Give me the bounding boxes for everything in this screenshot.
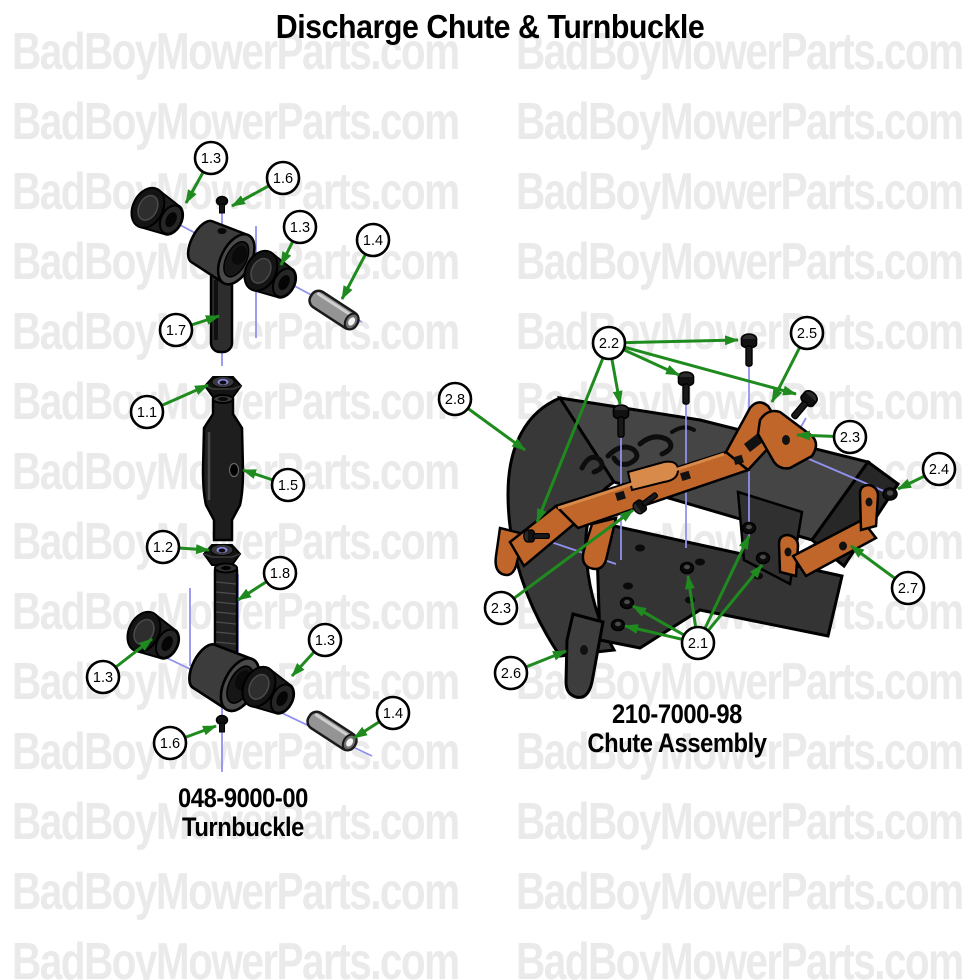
nut <box>610 618 626 632</box>
turnbuckle-label: 048-9000-00 Turnbuckle <box>133 784 353 842</box>
callout-2.8: 2.8 <box>437 381 473 417</box>
chute-side-flap <box>756 409 818 470</box>
svg-text:1.1: 1.1 <box>137 405 157 421</box>
callout-1.7: 1.7 <box>158 312 194 348</box>
chute-assembly-label: 210-7000-98 Chute Assembly <box>563 700 790 758</box>
callout-1.3: 1.3 <box>307 622 343 658</box>
set-screw <box>215 714 229 733</box>
svg-text:2.6: 2.6 <box>501 666 521 682</box>
callout-2.6: 2.6 <box>493 655 529 691</box>
spacer-sleeve <box>304 286 364 334</box>
svg-text:1.3: 1.3 <box>290 220 310 236</box>
callouts-left: 1.3 1.6 1.3 1.4 1.7 1.1 1.5 1.2 1.8 <box>85 140 411 761</box>
watermark-text: BadBoyMowerParts.com <box>12 303 460 361</box>
leader-arrows-right <box>454 332 940 675</box>
callout-1.8: 1.8 <box>262 555 298 591</box>
callout-2.5: 2.5 <box>789 315 825 351</box>
spacer-sleeve <box>302 707 362 755</box>
watermark-text: BadBoyMowerParts.com <box>516 303 964 361</box>
watermark-text: BadBoyMowerParts.com <box>12 933 460 980</box>
chute-part-name: Chute Assembly <box>587 728 767 758</box>
svg-text:1.6: 1.6 <box>160 736 180 752</box>
svg-text:1.7: 1.7 <box>166 323 186 339</box>
jam-nut-upper <box>204 375 242 398</box>
callout-1.3: 1.3 <box>85 659 121 695</box>
svg-text:1.6: 1.6 <box>273 171 293 187</box>
callout-1.2: 1.2 <box>145 529 181 565</box>
callout-2.1: 2.1 <box>680 625 716 661</box>
watermark-text: BadBoyMowerParts.com <box>516 863 964 921</box>
turnbuckle-part-name: Turnbuckle <box>182 812 304 842</box>
svg-text:1.3: 1.3 <box>93 670 113 686</box>
callout-2.2: 2.2 <box>591 325 627 361</box>
watermark-text: BadBoyMowerParts.com <box>12 863 460 921</box>
turnbuckle-part-number: 048-9000-00 <box>178 783 308 813</box>
chute-assembly-diagram: 2.2 2.5 2.8 2.3 2.4 2.3 2.1 2.6 2.7 <box>437 315 957 699</box>
mount-bracket <box>777 483 880 578</box>
turnbuckle-diagram: 1.3 1.6 1.3 1.4 1.7 1.1 1.5 1.2 1.8 <box>85 140 411 772</box>
watermark-text: BadBoyMowerParts.com <box>516 933 964 980</box>
svg-text:2.3: 2.3 <box>491 601 511 617</box>
chute-lower-flap <box>564 612 605 699</box>
svg-text:1.8: 1.8 <box>270 566 290 582</box>
hardware <box>523 333 898 632</box>
svg-text:1.3: 1.3 <box>315 633 335 649</box>
watermark-text: BadBoyMowerParts.com <box>12 163 460 221</box>
watermark-text: BadBoyMowerParts.com <box>516 233 964 291</box>
jam-nut-lower <box>203 543 241 566</box>
svg-text:2.4: 2.4 <box>929 462 949 478</box>
rod-end-upper <box>179 211 264 354</box>
turnbuckle-body <box>201 394 245 542</box>
svg-text:2.5: 2.5 <box>797 326 817 342</box>
callouts-right: 2.2 2.5 2.8 2.3 2.4 2.3 2.1 2.6 2.7 <box>437 315 957 691</box>
svg-text:2.2: 2.2 <box>599 336 619 352</box>
bushing <box>124 181 192 245</box>
callout-1.3: 1.3 <box>193 140 229 176</box>
screw <box>740 333 758 367</box>
watermark-text: BadBoyMowerParts.com <box>516 793 964 851</box>
callout-1.6: 1.6 <box>265 160 301 196</box>
svg-text:1.4: 1.4 <box>363 233 383 249</box>
screw <box>677 371 695 405</box>
nut <box>679 561 695 575</box>
watermark-text: BadBoyMowerParts.com <box>12 723 460 781</box>
watermark-text: BadBoyMowerParts.com <box>516 23 964 81</box>
watermark-text: BadBoyMowerParts.com <box>516 93 964 151</box>
callout-2.3: 2.3 <box>832 419 868 455</box>
svg-text:1.3: 1.3 <box>201 151 221 167</box>
flange-nut <box>882 487 898 501</box>
callout-1.4: 1.4 <box>355 222 391 258</box>
svg-text:2.7: 2.7 <box>898 581 918 597</box>
callout-2.4: 2.4 <box>921 451 957 487</box>
callout-2.3: 2.3 <box>483 590 519 626</box>
watermark-text: BadBoyMowerParts.com <box>12 793 460 851</box>
svg-text:2.3: 2.3 <box>840 430 860 446</box>
callout-2.7: 2.7 <box>890 570 926 606</box>
svg-text:2.8: 2.8 <box>445 392 465 408</box>
watermark-text: BadBoyMowerParts.com <box>12 23 460 81</box>
callout-1.3: 1.3 <box>282 209 318 245</box>
watermark-text: BadBoyMowerParts.com <box>12 93 460 151</box>
svg-text:1.4: 1.4 <box>383 706 403 722</box>
watermark-text: BadBoyMowerParts.com <box>12 513 460 571</box>
nut <box>741 521 757 535</box>
nut <box>619 596 635 610</box>
nut <box>755 551 771 565</box>
callout-1.4: 1.4 <box>375 695 411 731</box>
callout-1.6: 1.6 <box>152 725 188 761</box>
bushing <box>120 605 188 669</box>
callout-1.5: 1.5 <box>270 467 306 503</box>
svg-text:1.5: 1.5 <box>278 478 298 494</box>
page-title: Discharge Chute & Turnbuckle <box>275 8 705 45</box>
set-screw <box>215 195 229 214</box>
watermark-text: BadBoyMowerParts.com <box>516 163 964 221</box>
svg-text:2.1: 2.1 <box>688 636 708 652</box>
callout-1.1: 1.1 <box>129 394 165 430</box>
chute-part-number: 210-7000-98 <box>612 699 742 729</box>
svg-text:1.2: 1.2 <box>153 540 173 556</box>
watermark-text: BadBoyMowerParts.com <box>516 723 964 781</box>
